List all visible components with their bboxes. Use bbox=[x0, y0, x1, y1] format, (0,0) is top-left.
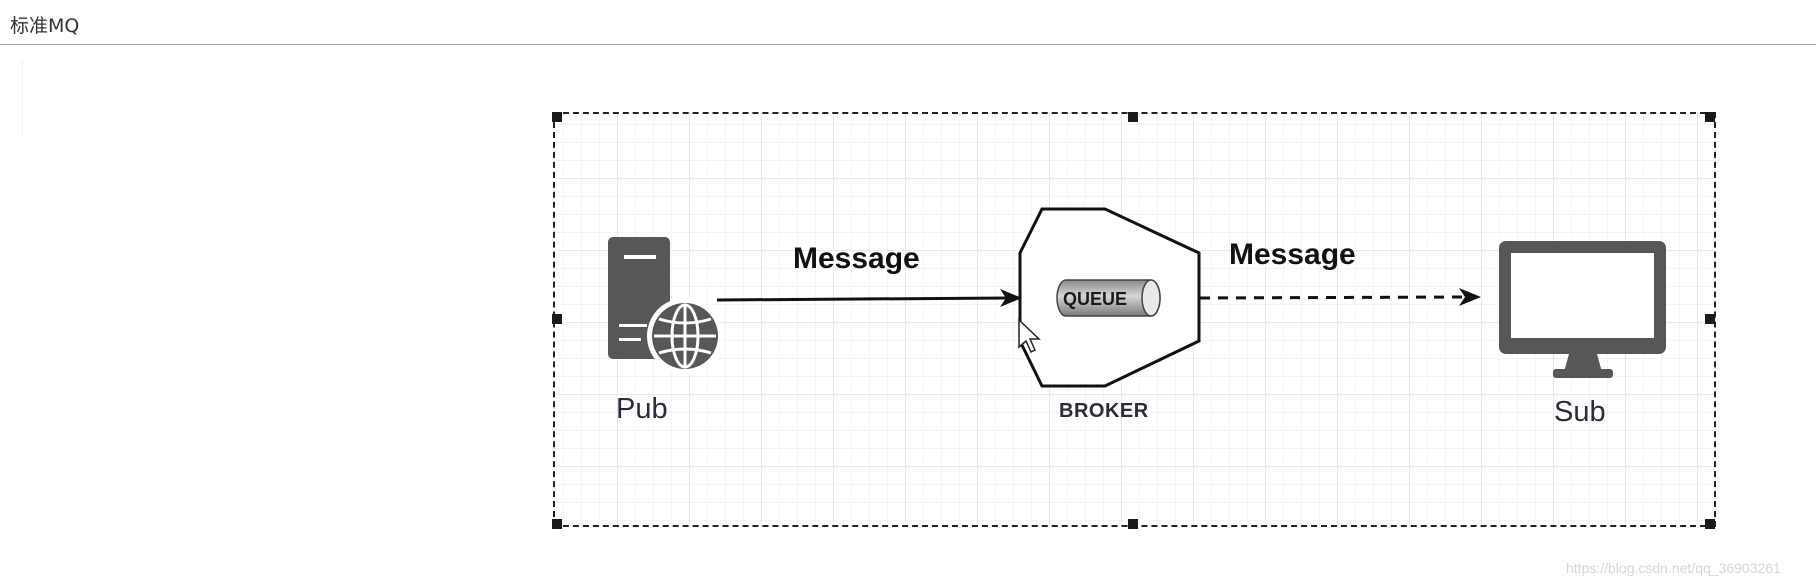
monitor-icon[interactable] bbox=[1499, 241, 1666, 378]
resize-handle-middle-right[interactable] bbox=[1705, 314, 1715, 324]
mouse-cursor-icon bbox=[1018, 318, 1041, 354]
pub-label: Pub bbox=[616, 393, 668, 425]
queue-label: QUEUE bbox=[1063, 289, 1128, 309]
message-label-left: Message bbox=[793, 242, 920, 275]
watermark-text: https://blog.csdn.net/qq_36903261 bbox=[1566, 560, 1781, 576]
resize-handle-top-center[interactable] bbox=[1128, 112, 1138, 122]
sub-label: Sub bbox=[1554, 396, 1606, 428]
resize-handle-bottom-center[interactable] bbox=[1128, 519, 1138, 529]
page-title: 标准MQ bbox=[10, 15, 80, 37]
resize-handle-bottom-left[interactable] bbox=[552, 519, 562, 529]
left-divider bbox=[22, 60, 23, 138]
message-label-right: Message bbox=[1229, 238, 1356, 271]
resize-handle-top-right[interactable] bbox=[1705, 112, 1715, 122]
cylinder-queue-icon[interactable] bbox=[1056, 279, 1161, 317]
resize-handle-top-left[interactable] bbox=[552, 112, 562, 122]
resize-handle-middle-left[interactable] bbox=[552, 314, 562, 324]
message-arrow-dashed[interactable] bbox=[1199, 288, 1481, 306]
server-globe-icon[interactable] bbox=[608, 237, 723, 374]
page-header: 标准MQ bbox=[0, 0, 1816, 45]
message-arrow-solid[interactable] bbox=[716, 289, 1022, 307]
broker-label: BROKER bbox=[1059, 400, 1149, 422]
resize-handle-bottom-right[interactable] bbox=[1705, 519, 1715, 529]
